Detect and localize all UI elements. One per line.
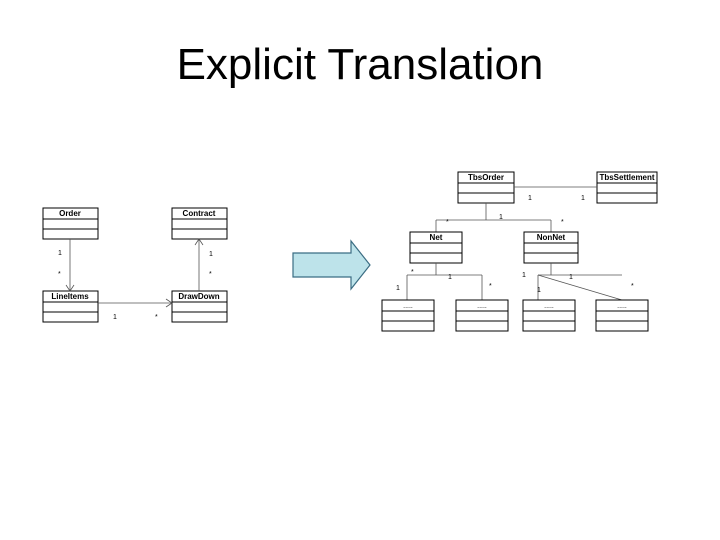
class-order-label: Order bbox=[59, 209, 81, 218]
mult-nonnet-m4: * bbox=[631, 283, 634, 290]
mult-link-right: * bbox=[155, 314, 158, 321]
class-drawdown-label: DrawDown bbox=[178, 292, 219, 301]
class-sub-4: ..... bbox=[595, 299, 649, 332]
class-tbssettlement-label: TbsSettlement bbox=[599, 173, 654, 182]
class-sub-1-label: ..... bbox=[403, 303, 413, 310]
assoc-lineitems-drawdown: 1 * bbox=[98, 298, 173, 321]
class-order: Order bbox=[42, 207, 99, 240]
mult-nonnet-m1: 1 bbox=[522, 272, 526, 279]
assoc-tbsorder-tbssettlement: 1 1 bbox=[514, 186, 597, 202]
mult-nonnet-m3: 1 bbox=[537, 287, 541, 294]
slide-title: Explicit Translation bbox=[176, 40, 544, 89]
class-sub-2-label: ..... bbox=[477, 303, 487, 310]
class-sub-3: ..... bbox=[522, 299, 576, 332]
class-sub-2: ..... bbox=[455, 299, 509, 332]
mult-contract-bottom: * bbox=[209, 271, 212, 278]
generalization-net: * 1 1 * bbox=[396, 263, 492, 300]
mult-order-top: 1 bbox=[58, 250, 62, 257]
class-nonnet: NonNet bbox=[523, 231, 579, 264]
left-uml-diagram: Order Contract LineItems DrawDown 1 bbox=[42, 207, 228, 323]
class-sub-4-label: ..... bbox=[617, 303, 627, 310]
mult-tree-one: 1 bbox=[499, 214, 503, 221]
class-contract-label: Contract bbox=[183, 209, 216, 218]
right-uml-diagram: TbsOrder TbsSettlement 1 1 * 1 * bbox=[381, 171, 658, 332]
mult-order-bottom: * bbox=[58, 271, 61, 278]
class-lineitems: LineItems bbox=[42, 290, 99, 323]
mult-contract-top: 1 bbox=[209, 251, 213, 258]
mult-net-m3: 1 bbox=[396, 285, 400, 292]
class-tbssettlement: TbsSettlement bbox=[596, 171, 658, 204]
mult-nonnet-star: * bbox=[561, 219, 564, 226]
assoc-drawdown-contract: 1 * bbox=[194, 238, 213, 291]
class-sub-3-label: ..... bbox=[544, 303, 554, 310]
mult-net-m4: * bbox=[489, 283, 492, 290]
class-tbsorder-label: TbsOrder bbox=[468, 173, 504, 182]
translation-arrow bbox=[292, 239, 371, 291]
mult-order-settle-right: 1 bbox=[581, 195, 585, 202]
mult-order-settle-left: 1 bbox=[528, 195, 532, 202]
class-net: Net bbox=[409, 231, 463, 264]
class-tbsorder: TbsOrder bbox=[457, 171, 515, 204]
generalization-order: * 1 * bbox=[435, 203, 564, 232]
generalization-nonnet: 1 1 1 * bbox=[522, 263, 634, 301]
class-nonnet-label: NonNet bbox=[537, 233, 566, 242]
mult-link-left: 1 bbox=[113, 314, 117, 321]
mult-net-m2: 1 bbox=[448, 274, 452, 281]
assoc-order-lineitems: 1 * bbox=[58, 239, 75, 292]
class-sub-1: ..... bbox=[381, 299, 435, 332]
class-lineitems-label: LineItems bbox=[51, 292, 89, 301]
mult-net-m1: * bbox=[411, 269, 414, 276]
mult-net-star: * bbox=[446, 219, 449, 226]
class-net-label: Net bbox=[430, 233, 443, 242]
class-drawdown: DrawDown bbox=[171, 290, 228, 323]
class-contract: Contract bbox=[171, 207, 228, 240]
mult-nonnet-m2: 1 bbox=[569, 274, 573, 281]
